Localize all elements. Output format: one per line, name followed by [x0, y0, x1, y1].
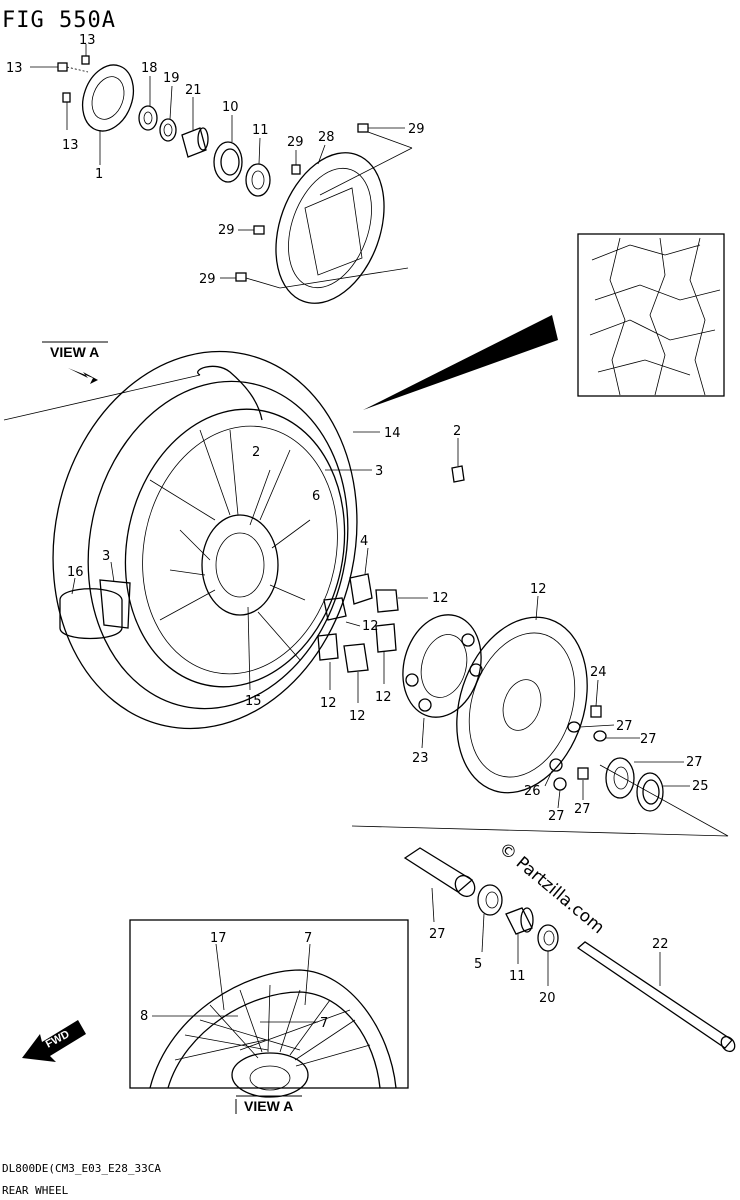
model-code: DL800DE(CM3_E03_E28_33CA — [2, 1162, 161, 1175]
part-26-oil-seal — [636, 772, 690, 812]
part-29-disc-bolt — [220, 123, 413, 289]
callout-1: 1 — [95, 167, 103, 182]
callout-27: 26 — [524, 784, 541, 799]
tread-pattern-detail — [577, 233, 725, 397]
rear-wheel-assembly — [52, 350, 358, 730]
callout-13: 13 — [62, 138, 79, 153]
callout-3: 2 — [252, 445, 260, 460]
view-a-label: VIEW A — [50, 344, 99, 360]
callout-12: 12 — [320, 696, 337, 711]
callout-29: 29 — [199, 272, 216, 287]
callout-29: 29 — [408, 122, 425, 137]
part-5-spacer — [403, 847, 476, 923]
callout-23: 12 — [530, 582, 547, 597]
callout-12: 12 — [432, 591, 449, 606]
view-pointer-wedge — [363, 315, 558, 410]
callout-18: 18 — [141, 61, 158, 76]
callout-25: 27 — [686, 755, 703, 770]
part-28-brake-disc — [275, 144, 385, 304]
callout-28: 28 — [318, 130, 335, 145]
part-20-collar — [505, 907, 534, 964]
callout-12: 12 — [362, 619, 379, 634]
callout-27: 27 — [574, 802, 591, 817]
view-a-pointer: VIEW A — [3, 341, 201, 421]
callout-11: 11 — [252, 123, 269, 138]
callout-12: 12 — [375, 690, 392, 705]
watermark: © Partzilla.com — [495, 839, 608, 939]
callout-15: 16 — [67, 565, 84, 580]
callout-13: 13 — [6, 61, 23, 76]
callout-11: 5 — [474, 957, 482, 972]
assembly-guide-line — [351, 764, 729, 837]
part-22-spacer — [537, 924, 559, 986]
callout-24: 23 — [412, 751, 429, 766]
part-13-bolt — [30, 44, 90, 130]
callout-27: 27 — [616, 719, 633, 734]
callout-27: 27 — [548, 809, 565, 824]
callout-29: 29 — [287, 135, 304, 150]
callout-20: 11 — [509, 969, 526, 984]
part-15-tube — [59, 577, 123, 640]
callout-6: 3 — [375, 464, 383, 479]
callout-16: 3 — [102, 549, 110, 564]
part-12-cush-damper — [317, 547, 428, 703]
callout-21: 21 — [185, 83, 202, 98]
callout-8: 7 — [304, 931, 312, 946]
part-2-valve-cap — [451, 438, 465, 483]
diagram-caption: REAR WHEEL — [2, 1184, 69, 1197]
callout-26: 25 — [692, 779, 709, 794]
callout-10: 10 — [222, 100, 239, 115]
part-11-bearing — [477, 884, 503, 953]
callout-9: 7 — [320, 1016, 328, 1031]
callout-7: 8 — [140, 1009, 148, 1024]
part-18-spacer — [138, 76, 158, 131]
callout-7: 17 — [210, 931, 227, 946]
callout-29: 29 — [218, 223, 235, 238]
callout-2: 2 — [453, 424, 461, 439]
part-25-bearing — [605, 757, 684, 799]
callout-27: 27 — [640, 732, 657, 747]
callout-22: 20 — [539, 991, 556, 1006]
callout-27: 24 — [590, 665, 607, 680]
callout-4: 15 — [245, 694, 262, 709]
callout-12: 12 — [349, 709, 366, 724]
callout-17: 22 — [652, 937, 669, 952]
part-19-bearing — [159, 85, 177, 142]
part-1-hub-plate — [81, 64, 135, 165]
part-11-bearing — [245, 137, 271, 197]
part-17-axle — [576, 941, 736, 1053]
part-16-rim-band — [99, 561, 131, 629]
part-23-sprocket — [456, 595, 588, 794]
forward-direction-arrow: FWD — [22, 1020, 86, 1062]
part-24-sprocket-carrier — [402, 614, 483, 749]
callout-3: 6 — [312, 489, 320, 504]
part-27-nut — [544, 679, 640, 809]
view-a-caption: VIEW A — [244, 1098, 293, 1114]
part-21-collar — [181, 97, 209, 158]
view-a-detail: VIEW A — [129, 919, 409, 1114]
callout-19: 19 — [163, 71, 180, 86]
callout-14: 14 — [384, 426, 401, 441]
callout-5: 27 — [429, 927, 446, 942]
callout-12: 4 — [360, 534, 368, 549]
part-10-oil-seal — [213, 115, 243, 183]
figure-title: FIG 550A — [2, 8, 116, 33]
callout-13: 13 — [79, 33, 96, 48]
